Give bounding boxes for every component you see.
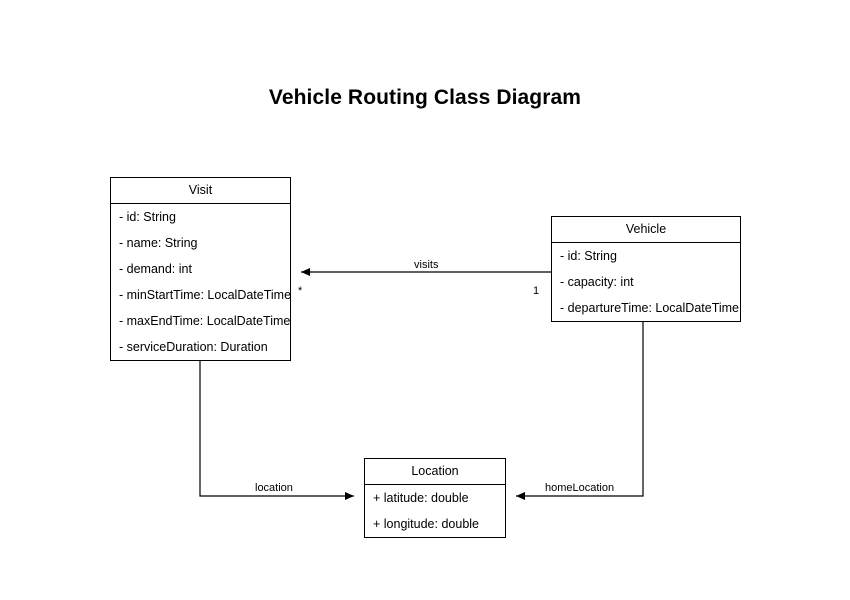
attribute-row: + latitude: double <box>373 491 469 505</box>
attribute-row: - maxEndTime: LocalDateTime <box>119 314 291 328</box>
attribute-row: - minStartTime: LocalDateTime <box>119 288 292 302</box>
edge-label-location: location <box>255 482 293 494</box>
edge-label-home-location: homeLocation <box>545 482 615 494</box>
class-attributes-visit: - id: String - name: String - demand: in… <box>111 204 292 360</box>
class-name-vehicle: Vehicle <box>552 217 740 243</box>
class-attributes-vehicle: - id: String - capacity: int - departure… <box>552 243 740 321</box>
attribute-row: - demand: int <box>119 262 192 276</box>
class-box-visit[interactable]: Visit - id: String - name: String - dema… <box>110 177 291 361</box>
class-name-location: Location <box>365 459 505 485</box>
attribute-row: - id: String <box>119 210 176 224</box>
connector-location <box>199 361 354 500</box>
multiplicity-vehicle-side: 1 <box>533 285 540 297</box>
attribute-row: + longitude: double <box>373 517 479 531</box>
class-name-visit: Visit <box>111 178 290 204</box>
page-title: Vehicle Routing Class Diagram <box>268 86 582 109</box>
attribute-row: - serviceDuration: Duration <box>119 340 268 354</box>
attribute-row: - id: String <box>560 249 617 263</box>
attribute-row: - capacity: int <box>560 275 634 289</box>
attribute-row: - name: String <box>119 236 198 250</box>
edge-label-visits: visits <box>414 259 439 271</box>
class-box-vehicle[interactable]: Vehicle - id: String - capacity: int - d… <box>551 216 741 322</box>
class-attributes-location: + latitude: double + longitude: double <box>365 485 505 537</box>
multiplicity-visit-side: * <box>298 285 303 297</box>
class-box-location[interactable]: Location + latitude: double + longitude:… <box>364 458 506 538</box>
attribute-row: - departureTime: LocalDateTime <box>560 301 740 315</box>
connector-home-location <box>516 321 644 500</box>
